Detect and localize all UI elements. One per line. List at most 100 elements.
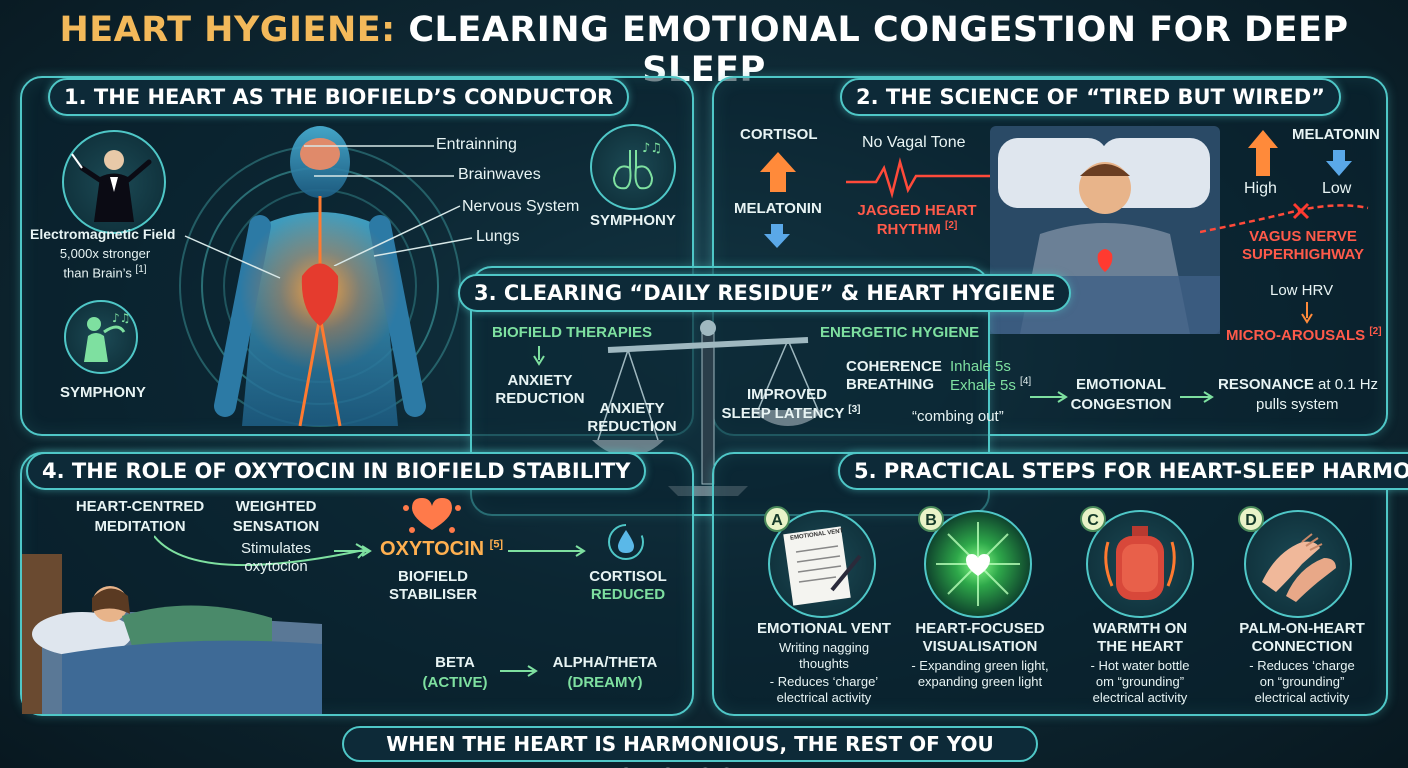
- step-b-title-1: HEART-FOCUSED: [915, 620, 1045, 637]
- micro-arousals-text: MICRO-AROUSALS: [1226, 327, 1366, 344]
- reduced-label: REDUCED: [590, 586, 666, 603]
- step-c-title-2: THE HEART: [1097, 638, 1183, 655]
- stabiliser-line-1: BIOFIELD: [398, 568, 468, 585]
- step-c-title-1: WARMTH ON: [1092, 620, 1188, 637]
- step-c-desc-2: om “grounding”: [1095, 674, 1185, 689]
- step-a-desc-4: electrical activity: [776, 690, 872, 705]
- symphony-left-label: SYMPHONY: [60, 384, 146, 401]
- field-line-2-text: than Brain’s: [63, 265, 132, 281]
- inhale-label: Inhale 5s: [950, 358, 1011, 375]
- pulls-system-label: pulls system: [1256, 396, 1339, 413]
- step-d-title-1: PALM-ON-HEART: [1239, 620, 1365, 637]
- improved-line-2: SLEEP LATENCY [3]: [716, 404, 866, 422]
- step-d-illustration: [1244, 510, 1352, 618]
- oxytocin-heart-icon: [403, 498, 461, 533]
- exhale-text: Exhale 5s: [950, 377, 1016, 394]
- hot-water-bottle-icon: [1104, 526, 1176, 600]
- step-a-desc-2: thoughts: [799, 656, 849, 671]
- sleeping-woman-illustration: [22, 554, 322, 714]
- low-hrv-label: Low HRV: [1270, 282, 1334, 299]
- cortisol-reduced-label: CORTISOL: [589, 568, 667, 585]
- footer-banner: WHEN THE HEART IS HARMONIOUS, THE REST O…: [342, 726, 1038, 768]
- melatonin-down-arrow-icon: [764, 224, 790, 248]
- arrow-to-resonance-icon: [1180, 391, 1214, 403]
- symphony-left-illustration: ♪♫: [64, 300, 138, 374]
- step-d-desc-1: - Reduces ‘charge: [1249, 658, 1355, 673]
- callout-lines: [304, 145, 473, 266]
- vagus-line-1: VAGUS NERVE: [1249, 228, 1357, 245]
- jagged-line-2-text: RHYTHM: [876, 221, 941, 238]
- resonance-label: RESONANCE at 0.1 Hz: [1218, 376, 1378, 393]
- lungs-music-icon: ♪♫: [612, 141, 662, 190]
- jagged-ref: [2]: [945, 220, 958, 231]
- title-part-1: HEART HYGIENE:: [59, 10, 396, 50]
- page-title: HEART HYGIENE: CLEARING EMOTIONAL CONGES…: [0, 10, 1408, 90]
- improved-ref: [3]: [848, 404, 861, 415]
- improved-line-2-text: SLEEP LATENCY: [721, 405, 845, 422]
- label-lungs: Lungs: [476, 228, 520, 245]
- weighted-line-1: WEIGHTED: [235, 498, 317, 515]
- red-heart-icon: [1097, 249, 1113, 272]
- coherence-line-1: COHERENCE: [846, 358, 942, 375]
- arrow-to-congestion-icon: [1030, 391, 1068, 403]
- stimulates-line-2: oxytocion: [244, 558, 308, 575]
- step-b-desc-1: - Expanding green light,: [911, 658, 1049, 673]
- step-c-desc-3: electrical activity: [1092, 690, 1188, 705]
- field-line-1: 5,000x stronger: [59, 246, 151, 261]
- step-b-illustration: [924, 510, 1032, 618]
- active-label: (ACTIVE): [422, 674, 488, 691]
- step-c-illustration: [1086, 510, 1194, 618]
- conductor-illustration: [62, 130, 166, 234]
- anxiety2-line-1: ANXIETY: [599, 400, 665, 417]
- beta-label: BETA: [435, 654, 475, 671]
- alpha-theta-label: ALPHA/THETA: [552, 654, 658, 671]
- cortisol-left-label: CORTISOL: [740, 126, 818, 143]
- melatonin-right-label: MELATONIN: [1292, 126, 1380, 143]
- svg-text:♪♫: ♪♫: [642, 141, 662, 156]
- arrow-to-oxytocin-icon: [334, 545, 372, 557]
- field-callout-line: [184, 235, 281, 279]
- label-brainwaves: Brainwaves: [458, 166, 541, 183]
- biofield-therapies-label: BIOFIELD THERAPIES: [492, 324, 653, 341]
- improved-line-1: IMPROVED: [746, 386, 827, 403]
- breath-ref: [4]: [1020, 376, 1032, 387]
- low-hrv-arrow-icon: [1301, 302, 1313, 324]
- combing-out-label: “combing out”: [912, 408, 1004, 425]
- anxiety1-line-1: ANXIETY: [507, 372, 573, 389]
- label-entrainning: Entrainning: [436, 136, 517, 153]
- exhale-label: Exhale 5s [4]: [950, 376, 1031, 394]
- weighted-line-2: SENSATION: [232, 518, 320, 535]
- energetic-hygiene-label: ENERGETIC HYGIENE: [820, 324, 980, 341]
- step-a-title: EMOTIONAL VENT: [757, 620, 891, 637]
- vagus-nerve-line: [1200, 202, 1369, 234]
- panel4-heading: 4. THE ROLE OF OXYTOCIN IN BIOFIELD STAB…: [26, 452, 647, 490]
- micro-ref: [2]: [1369, 326, 1382, 337]
- congestion-line-1: EMOTIONAL: [1076, 376, 1166, 393]
- svg-text:♪♫: ♪♫: [112, 311, 130, 325]
- field-line-2: than Brain’s [1]: [42, 264, 168, 280]
- micro-arousals-label: MICRO-AROUSALS [2]: [1226, 326, 1382, 344]
- symphony-right-label: SYMPHONY: [590, 212, 676, 229]
- body-figure-illustration: [179, 126, 461, 427]
- step-d-desc-2: on “grounding”: [1259, 674, 1345, 689]
- field-title: Electromagnetic Field: [30, 226, 176, 242]
- palm-on-heart-icon: [1262, 533, 1336, 602]
- anxiety1-line-2: REDUCTION: [495, 390, 585, 407]
- step-a-desc-1: Writing nagging: [778, 640, 870, 655]
- water-drop-icon: [608, 524, 644, 560]
- oxytocin-ref: [5]: [489, 538, 504, 551]
- high-up-arrow-icon: [1248, 130, 1278, 176]
- step-b-badge: B: [918, 506, 944, 532]
- arrow-to-cortisol-icon: [508, 545, 586, 557]
- dreamy-label: (DREAMY): [567, 674, 643, 691]
- notepad-pen-icon: [783, 526, 862, 606]
- jagged-line-1: JAGGED HEART: [857, 202, 977, 219]
- step-a-badge: A: [764, 506, 790, 532]
- no-vagal-tone-label: No Vagal Tone: [862, 134, 966, 151]
- panel2-heading: 2. THE SCIENCE OF “TIRED BUT WIRED”: [840, 78, 1341, 116]
- anxiety2-line-2: REDUCTION: [587, 418, 677, 435]
- congestion-line-2: CONGESTION: [1070, 396, 1172, 413]
- oxytocin-label: OXYTOCIN [5]: [380, 538, 503, 561]
- vagus-line-2: SUPERHIGHWAY: [1242, 246, 1364, 263]
- step-b-desc-2: expanding green light: [917, 674, 1043, 689]
